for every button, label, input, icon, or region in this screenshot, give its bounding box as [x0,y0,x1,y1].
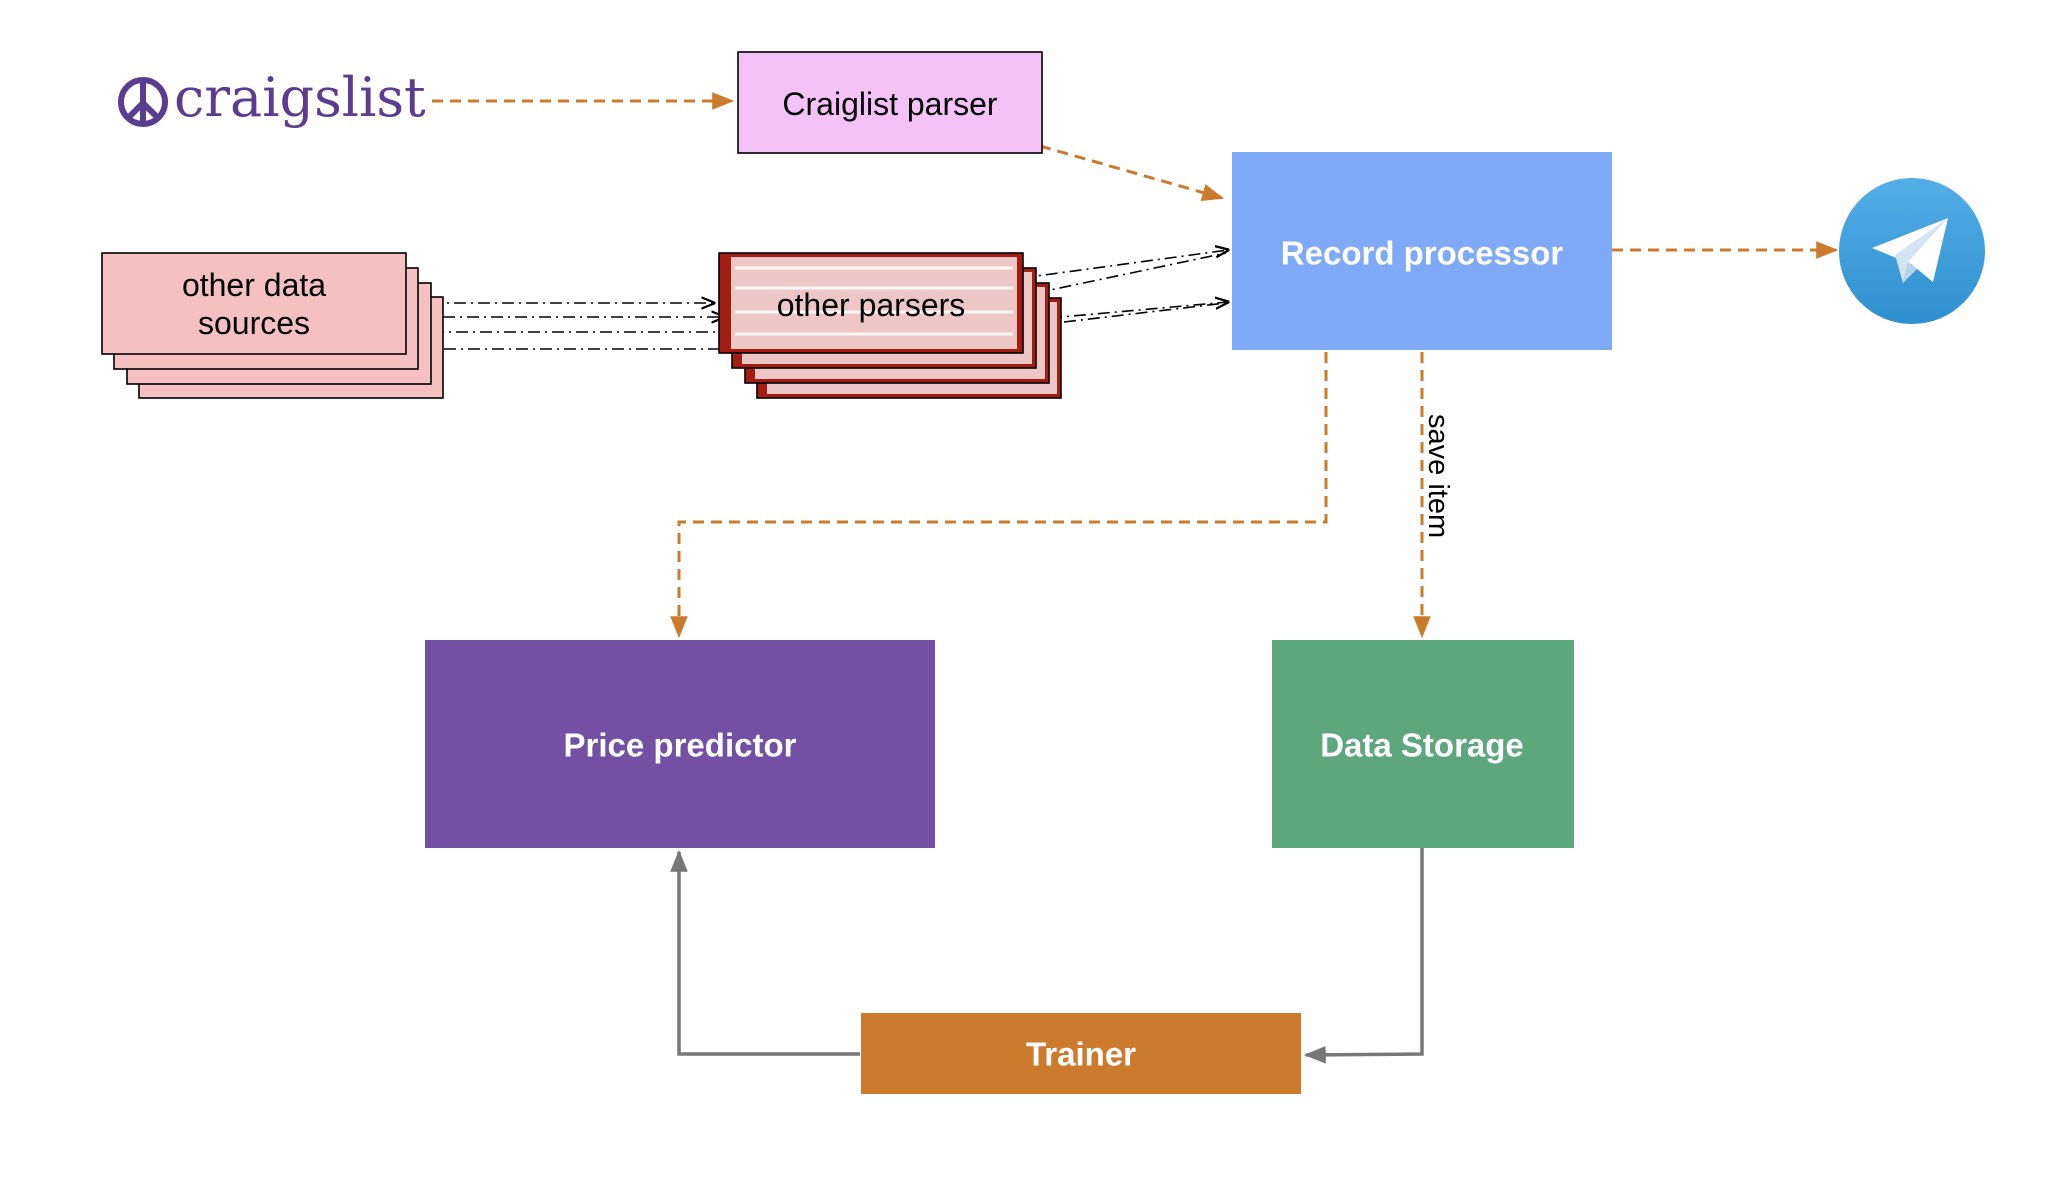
edge-trainer-to-price-predictor [670,849,860,1056]
parser-card-1 [718,252,1024,354]
edge-parsers-to-record-processor [1021,250,1228,323]
other-data-sources-node[interactable]: other data sources [101,252,444,399]
price-predictor-node[interactable]: Price predictor [425,640,935,848]
data-storage-node[interactable]: Data Storage [1272,640,1574,848]
edge-sources-to-parsers [406,303,724,350]
trainer-node[interactable]: Trainer [861,1013,1301,1094]
edge-record-processor-to-price-predictor [670,352,1328,639]
other-parsers-label: other parsers [777,287,966,323]
other-data-sources-label-line2: sources [198,305,310,341]
record-processor-label: Record processor [1281,235,1564,272]
craigslist-wordmark: craigslist [174,66,426,129]
price-predictor-label: Price predictor [564,727,797,764]
edge-label-save-item: save item [1422,414,1454,538]
trainer-label: Trainer [1026,1036,1136,1073]
craigslist-parser-node[interactable]: Craiglist parser [737,51,1043,154]
other-data-sources-label-line1: other data [182,267,326,303]
data-storage-label: Data Storage [1320,727,1524,764]
craigslist-parser-label: Craiglist parser [782,86,998,122]
edge-parser-to-record-processor [1039,144,1225,202]
peace-sign-icon [118,77,168,127]
craigslist-logo: craigslist [118,66,426,129]
other-parsers-node[interactable]: other parsers [718,252,1062,399]
telegram-icon[interactable] [1839,178,1985,324]
record-processor-node[interactable]: Record processor [1232,152,1612,350]
edge-data-storage-to-trainer [1303,848,1424,1064]
